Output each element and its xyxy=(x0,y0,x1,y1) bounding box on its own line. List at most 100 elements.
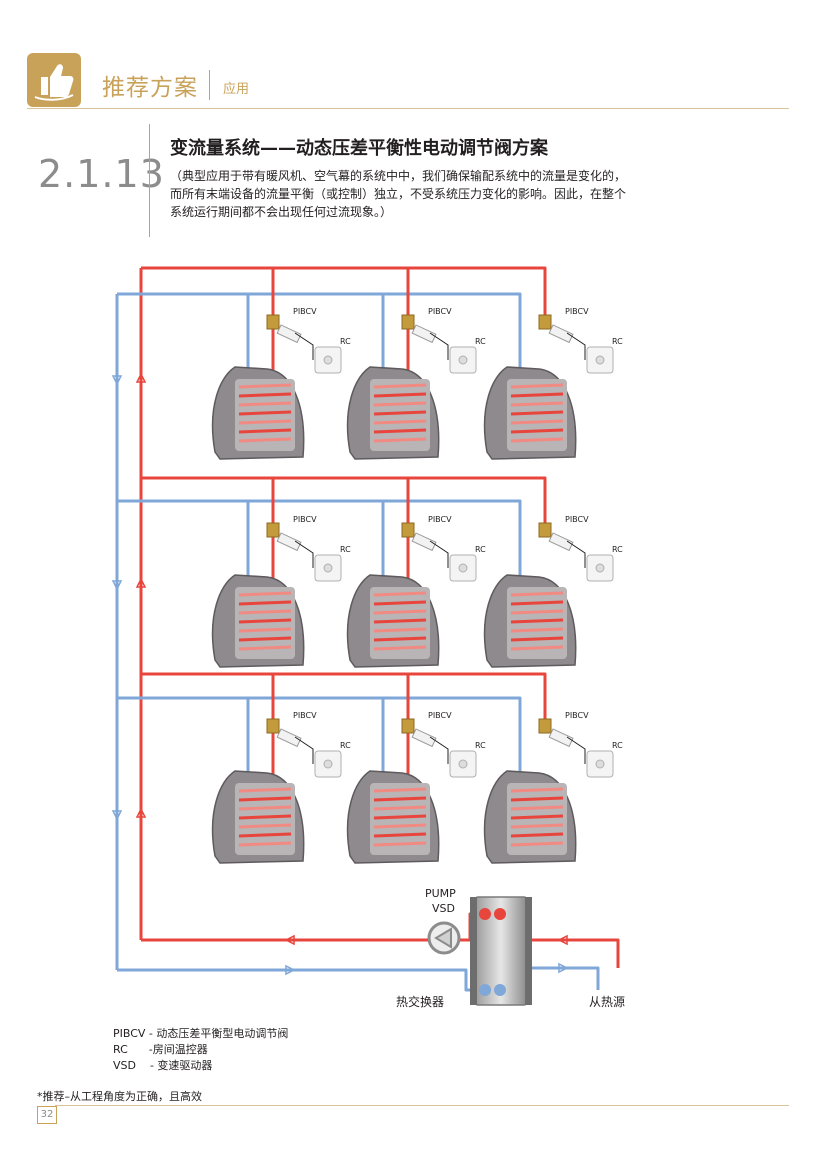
controller-label: RC xyxy=(475,337,486,346)
heater-louver xyxy=(510,609,564,615)
heater-louver xyxy=(238,796,292,802)
heater-louver xyxy=(238,823,292,829)
control-wire xyxy=(566,332,586,360)
control-wire xyxy=(566,540,586,568)
heater-unit xyxy=(483,770,577,864)
controller-dial xyxy=(323,355,333,365)
heater-louver xyxy=(510,636,564,642)
heater-louver xyxy=(373,645,427,651)
heater-louver xyxy=(373,609,427,615)
heater-louver xyxy=(510,627,564,633)
valve-label: PIBCV xyxy=(428,711,452,720)
heater-louver xyxy=(373,401,427,407)
controller-label: RC xyxy=(475,741,486,750)
controller-label: RC xyxy=(340,741,351,750)
logo-badge xyxy=(27,53,81,107)
footnote: *推荐–从工程角度为正确，且高效 xyxy=(37,1090,202,1103)
controller-dial xyxy=(323,563,333,573)
heater-louver xyxy=(510,383,564,389)
flow-arrow xyxy=(111,375,123,386)
heater-unit xyxy=(483,366,577,460)
valve-actuator xyxy=(276,324,302,344)
heater-louver xyxy=(238,437,292,443)
heater-louver xyxy=(238,787,292,793)
heater-louver xyxy=(238,419,292,425)
heater-louver xyxy=(238,428,292,434)
heater-louver xyxy=(373,787,427,793)
valve-actuator xyxy=(411,728,437,748)
heater-louver xyxy=(238,392,292,398)
controller-label: RC xyxy=(340,545,351,554)
valve-actuator xyxy=(276,728,302,748)
valve-actuator xyxy=(411,324,437,344)
section-description-line-3: 系统运行期间都不会出现任何过流现象。） xyxy=(170,205,393,219)
controller-dial xyxy=(595,759,605,769)
valve-body xyxy=(401,314,415,330)
section-description-line-1: （典型应用于带有暖风机、空气幕的系统中中，我们确保输配系统中的流量是变化的， xyxy=(170,169,627,183)
heater-louver xyxy=(373,428,427,434)
heater-units: PIBCVRCPIBCVRCPIBCVRCPIBCVRCPIBCVRCPIBCV… xyxy=(211,307,623,864)
heater-louver xyxy=(238,805,292,811)
valve-body xyxy=(401,522,415,538)
section-title: 变流量系统——动态压差平衡性电动调节阀方案 xyxy=(170,138,548,159)
valve-body xyxy=(538,718,552,734)
heater-louver xyxy=(238,841,292,847)
heater-louver xyxy=(373,814,427,820)
heater-louver xyxy=(510,419,564,425)
heater-louver xyxy=(510,410,564,416)
heat-exchanger xyxy=(470,896,532,1006)
control-wire xyxy=(294,332,314,360)
heater-louver xyxy=(238,832,292,838)
valve-body xyxy=(266,314,280,330)
heater-louver xyxy=(373,627,427,633)
control-wire xyxy=(429,540,449,568)
heater-louver xyxy=(510,437,564,443)
valve-label: PIBCV xyxy=(293,711,317,720)
heater-louver xyxy=(238,600,292,606)
heater-louver xyxy=(238,645,292,651)
heater-louver xyxy=(373,437,427,443)
heater-louver xyxy=(238,609,292,615)
heater-louver xyxy=(510,392,564,398)
heater-louver xyxy=(238,636,292,642)
controller-dial xyxy=(458,355,468,365)
heater-louver xyxy=(373,600,427,606)
heater-louver xyxy=(238,383,292,389)
valve-actuator xyxy=(548,532,574,552)
header-subtitle: 应用 xyxy=(223,82,250,97)
heater-louver xyxy=(510,832,564,838)
section-rule xyxy=(149,124,150,237)
heater-louver xyxy=(373,618,427,624)
controller-label: RC xyxy=(612,545,623,554)
heater-louver xyxy=(373,591,427,597)
pump xyxy=(427,921,461,955)
heater-louver xyxy=(510,618,564,624)
section-description-line-2: 而所有末端设备的流量平衡（或控制）独立，不受系统压力变化的影响。因此，在整个 xyxy=(170,187,627,201)
header-separator xyxy=(209,70,210,100)
heater-unit xyxy=(483,574,577,668)
legend-pibcv: PIBCV - 动态压差平衡型电动调节阀 xyxy=(113,1027,289,1040)
heater-louver xyxy=(238,814,292,820)
valve-label: PIBCV xyxy=(293,515,317,524)
valve-label: PIBCV xyxy=(428,515,452,524)
flow-arrow xyxy=(557,934,568,946)
control-wire xyxy=(566,736,586,764)
legend-rc: RC -房间温控器 xyxy=(113,1043,208,1056)
control-wire xyxy=(429,736,449,764)
supply-header xyxy=(141,476,547,528)
pump-label-line2: VSD xyxy=(432,902,455,915)
heater-louver xyxy=(373,636,427,642)
heater-louver xyxy=(510,428,564,434)
controller-label: RC xyxy=(340,337,351,346)
flow-arrow xyxy=(558,962,569,974)
valve-body xyxy=(538,522,552,538)
heat-source-label: 从热源 xyxy=(589,995,625,1009)
heater-unit xyxy=(346,366,440,460)
heater-louver xyxy=(238,627,292,633)
valve-body xyxy=(401,718,415,734)
heater-louver xyxy=(510,805,564,811)
heater-louver xyxy=(510,823,564,829)
heater-louver xyxy=(510,841,564,847)
controller-dial xyxy=(458,759,468,769)
